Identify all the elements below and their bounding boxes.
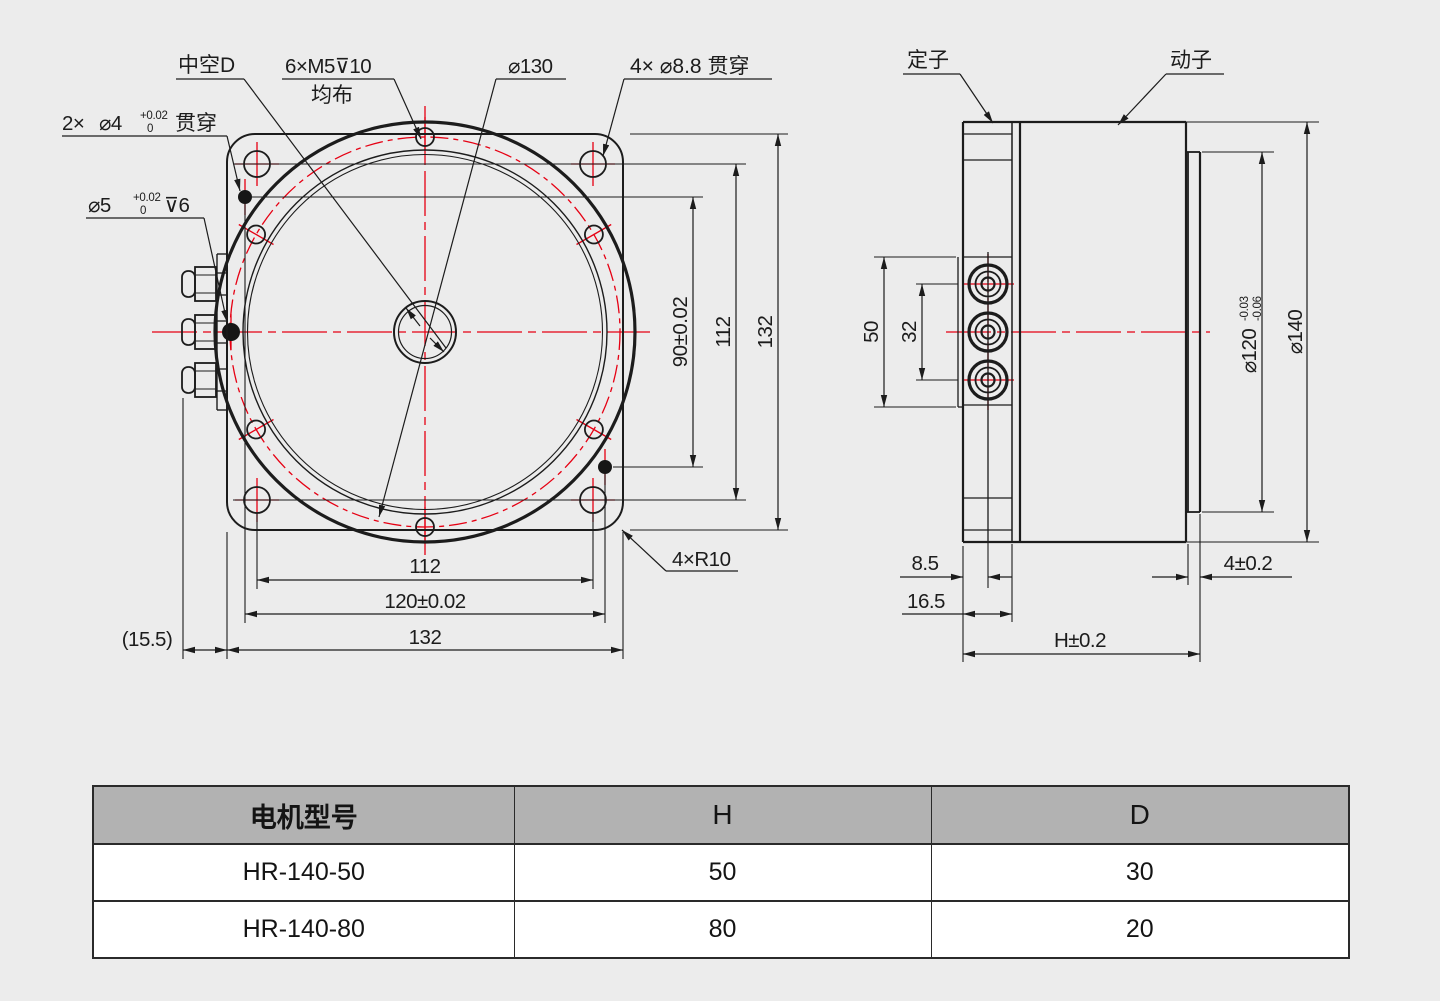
label-d4-tol-lower: 0 bbox=[147, 123, 153, 135]
side-outline bbox=[957, 120, 1202, 544]
cell-d-1: 30 bbox=[930, 843, 1350, 902]
hollow-bore-outer bbox=[393, 300, 457, 364]
label-stator: 定子 bbox=[907, 49, 949, 72]
inner-circle-outer bbox=[242, 149, 608, 515]
cell-model-1: HR-140-50 bbox=[92, 843, 515, 902]
front-view: 中空D 6×M5⊽10 均布 ⌀130 4× ⌀8.8 贯穿 2× ⌀4 +0.… bbox=[62, 54, 788, 659]
table-header-row: 电机型号 H D bbox=[92, 785, 1350, 845]
dim-16-5: 16.5 bbox=[907, 590, 945, 613]
front-dimension-lines bbox=[183, 134, 782, 654]
dim-50: 50 bbox=[860, 321, 883, 343]
header-H: H bbox=[513, 785, 932, 845]
table-row: HR-140-80 80 20 bbox=[92, 900, 1350, 959]
dim-b132: 132 bbox=[409, 626, 442, 649]
label-d5-depth: ⊽6 bbox=[164, 194, 190, 217]
label-d130: ⌀130 bbox=[508, 55, 553, 78]
dim-90: 90±0.02 bbox=[669, 297, 692, 368]
dim-d120-tol-lower: -0.06 bbox=[1252, 296, 1264, 321]
dim-v132: 132 bbox=[754, 316, 777, 349]
dim-8-5: 8.5 bbox=[912, 552, 939, 575]
cable-glands-side bbox=[967, 263, 1009, 401]
dim-d120-tol-upper: -0.03 bbox=[1239, 296, 1251, 321]
label-m5: 6×M5⊽10 bbox=[285, 55, 371, 78]
cable-glands-front bbox=[181, 253, 228, 411]
engineering-drawing: 中空D 6×M5⊽10 均布 ⌀130 4× ⌀8.8 贯穿 2× ⌀4 +0.… bbox=[62, 49, 1319, 662]
label-mover: 动子 bbox=[1170, 49, 1212, 72]
dim-b155: (15.5) bbox=[122, 628, 173, 651]
side-dimension-lines bbox=[880, 122, 1311, 658]
dim-b112: 112 bbox=[409, 555, 440, 578]
side-leaders bbox=[903, 73, 1224, 126]
front-leaders bbox=[62, 78, 772, 572]
hollow-bore-inner bbox=[397, 304, 453, 360]
label-d4: ⌀4 bbox=[99, 112, 122, 135]
front-extension-lines bbox=[182, 133, 788, 659]
side-extension-lines bbox=[874, 121, 1319, 662]
cell-h-1: 50 bbox=[513, 843, 932, 902]
label-d5-tol-lower: 0 bbox=[140, 205, 146, 217]
motor-body-circle bbox=[213, 120, 637, 544]
dim-32: 32 bbox=[898, 321, 921, 343]
dim-4: 4±0.2 bbox=[1224, 552, 1273, 575]
table-row: HR-140-50 50 30 bbox=[92, 843, 1350, 902]
dim-v112: 112 bbox=[712, 316, 735, 347]
side-view: 定子 动子 50 32 ⌀120 -0.03 -0.06 ⌀140 8.5 16… bbox=[860, 49, 1319, 662]
dim-b120: 120±0.02 bbox=[384, 590, 465, 613]
label-d5-tol-upper: +0.02 bbox=[133, 192, 161, 204]
label-d4-through: 贯穿 bbox=[175, 112, 217, 135]
cell-model-2: HR-140-80 bbox=[92, 900, 515, 959]
dim-H: H±0.2 bbox=[1054, 629, 1106, 652]
header-motor-model: 电机型号 bbox=[92, 785, 515, 845]
label-r10: 4×R10 bbox=[672, 548, 731, 571]
label-d88: 4× ⌀8.8 贯穿 bbox=[630, 55, 749, 78]
header-D: D bbox=[930, 785, 1350, 845]
model-table: 电机型号 H D HR-140-50 50 30 HR-140-80 80 20 bbox=[92, 785, 1350, 959]
cell-d-2: 20 bbox=[930, 900, 1350, 959]
label-m5-evenly: 均布 bbox=[311, 84, 353, 107]
cell-h-2: 80 bbox=[513, 900, 932, 959]
dim-d140: ⌀140 bbox=[1284, 310, 1307, 355]
dim-d120: ⌀120 bbox=[1238, 329, 1261, 374]
label-d4-count: 2× bbox=[62, 112, 84, 135]
label-hollow-bore: 中空D bbox=[178, 54, 235, 77]
label-d5: ⌀5 bbox=[88, 194, 111, 217]
label-d4-tol-upper: +0.02 bbox=[140, 110, 168, 122]
inner-circle-inner bbox=[246, 153, 604, 511]
